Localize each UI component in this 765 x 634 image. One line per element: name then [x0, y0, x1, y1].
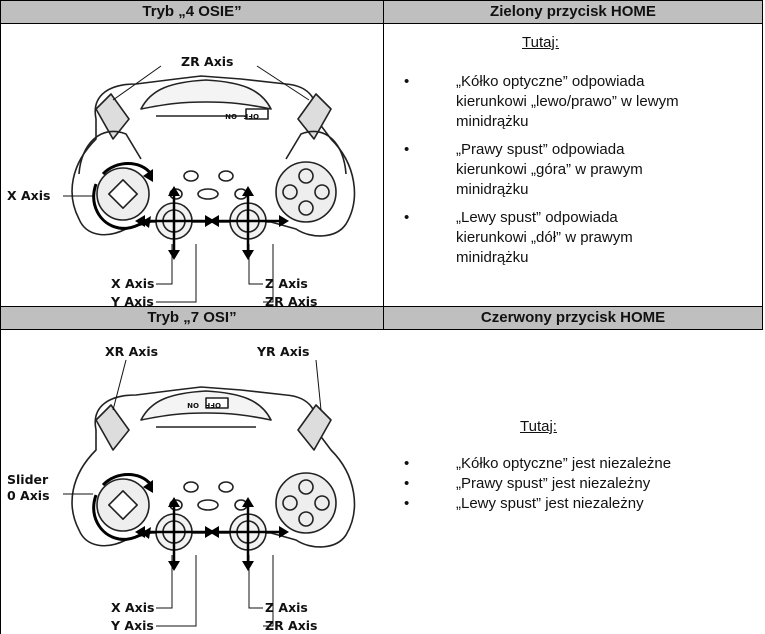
mode-7-axis-diagram-cell: OFF ON XR Axis YR Axis Slider 0 Axis X A… [0, 329, 384, 634]
label-0-axis: 0 Axis [7, 488, 50, 503]
red-home-header: Czerwony przycisk HOME [383, 306, 763, 330]
gamepad-7-axis-illustration: OFF ON [63, 359, 356, 627]
label-stick-zr-axis: ZR Axis [265, 294, 318, 309]
label-slider: Slider [7, 472, 49, 487]
green-home-header: Zielony przycisk HOME [383, 0, 763, 24]
label-stick-x-axis: X Axis [111, 276, 155, 291]
label-stick-x-axis: X Axis [111, 600, 155, 615]
bullet-icon: • [404, 73, 410, 90]
label-stick-z-axis: Z Axis [265, 600, 308, 615]
tutaj-heading: Tutaj: [522, 34, 559, 51]
switch-off-text: OFF [205, 401, 221, 409]
red-home-description-cell: Tutaj: • „Kółko optyczne” jest niezależn… [384, 330, 763, 634]
left-border [0, 0, 1, 634]
switch-off-text: OFF [243, 112, 259, 120]
mode-4-axis-diagram-cell: OFF ON ZR Axis X Axis X Axis Y Axis Z Ax… [0, 23, 384, 309]
bullet-icon: • [404, 475, 410, 492]
bullet-icon: • [404, 495, 410, 512]
list-item: • „Prawy spust” odpowiada kierunkowi „gó… [404, 141, 643, 198]
label-xr-axis: XR Axis [105, 344, 159, 359]
mode-4-axis-header: Tryb „4 OSIE” [0, 0, 384, 24]
bullet-icon: • [404, 455, 410, 472]
label-left-x-axis: X Axis [7, 188, 51, 203]
list-item: • „Kółko optyczne” jest niezależne [404, 455, 672, 472]
label-stick-z-axis: Z Axis [265, 276, 308, 291]
mode-7-axis-header: Tryb „7 OSI” [0, 306, 384, 330]
red-home-bullet-list: • „Kółko optyczne” jest niezależne • „Pr… [384, 454, 762, 514]
label-yr-axis: YR Axis [257, 344, 310, 359]
switch-on-text: ON [187, 401, 199, 409]
list-item: • „Lewy spust” odpowiada kierunkowi „dół… [404, 209, 633, 266]
label-stick-zr-axis: ZR Axis [265, 618, 318, 633]
list-item: • „Lewy spust” jest niezależny [404, 495, 644, 512]
tutaj-heading: Tutaj: [520, 418, 557, 435]
list-item: • „Kółko optyczne” odpowiada kierunkowi … [404, 73, 679, 130]
label-stick-y-axis: Y Axis [111, 618, 154, 633]
green-home-bullet-list: • „Kółko optyczne” odpowiada kierunkowi … [384, 72, 762, 268]
bullet-icon: • [404, 141, 410, 158]
gamepad-4-axis-illustration: OFF ON [63, 65, 356, 303]
label-top-zr-axis: ZR Axis [181, 54, 234, 69]
label-stick-y-axis: Y Axis [111, 294, 154, 309]
green-home-description-cell: Tutaj: • „Kółko optyczne” odpowiada kier… [383, 23, 763, 307]
list-item: • „Prawy spust” jest niezależny [404, 475, 651, 492]
switch-on-text: ON [225, 112, 237, 120]
bullet-icon: • [404, 209, 410, 226]
